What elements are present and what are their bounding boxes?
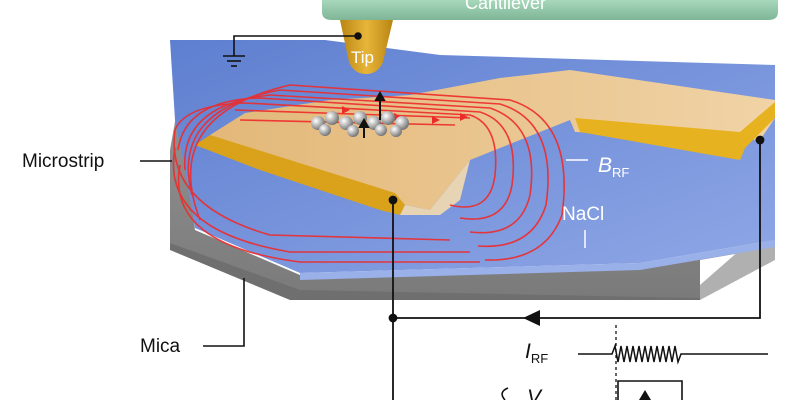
arrow-left-icon: [523, 310, 540, 326]
ground-icon: [223, 55, 245, 67]
nacl-callout: NaCl: [562, 204, 604, 248]
mica-label: Mica: [140, 336, 181, 357]
i-rf-label: I: [525, 340, 531, 363]
nacl-label: NaCl: [562, 204, 604, 225]
spin-arrow-icon: [358, 90, 386, 138]
i-rf-subscript: RF: [531, 351, 548, 366]
v-signal: V: [501, 380, 683, 405]
rf-pulse-icon: [578, 343, 768, 365]
cantilever-label: Cantilever: [465, 0, 546, 13]
svg-text:IRF: IRF: [525, 340, 548, 366]
mica-callout: Mica: [140, 278, 245, 357]
v-label: V: [527, 386, 543, 400]
ground-wire: [233, 32, 362, 56]
tip-label: Tip: [351, 48, 374, 67]
tip: Tip: [340, 20, 393, 74]
molecule: [311, 111, 409, 137]
field-arrow-heads: [342, 106, 468, 124]
up-arrow-icon: [639, 390, 651, 400]
cantilever: Cantilever: [322, 0, 778, 20]
mica-substrate: [170, 40, 775, 300]
b-rf-subscript: RF: [612, 165, 629, 180]
b-rf-callout: BRF: [566, 154, 629, 180]
microstrip-label: Microstrip: [22, 151, 104, 172]
i-rf-signal: IRF: [525, 325, 768, 400]
svg-text:BRF: BRF: [598, 154, 629, 180]
rf-field-lines: [172, 84, 565, 263]
rf-circuit: [388, 135, 765, 400]
microstrip-callout: Microstrip: [22, 151, 172, 172]
b-rf-label: B: [598, 154, 612, 177]
